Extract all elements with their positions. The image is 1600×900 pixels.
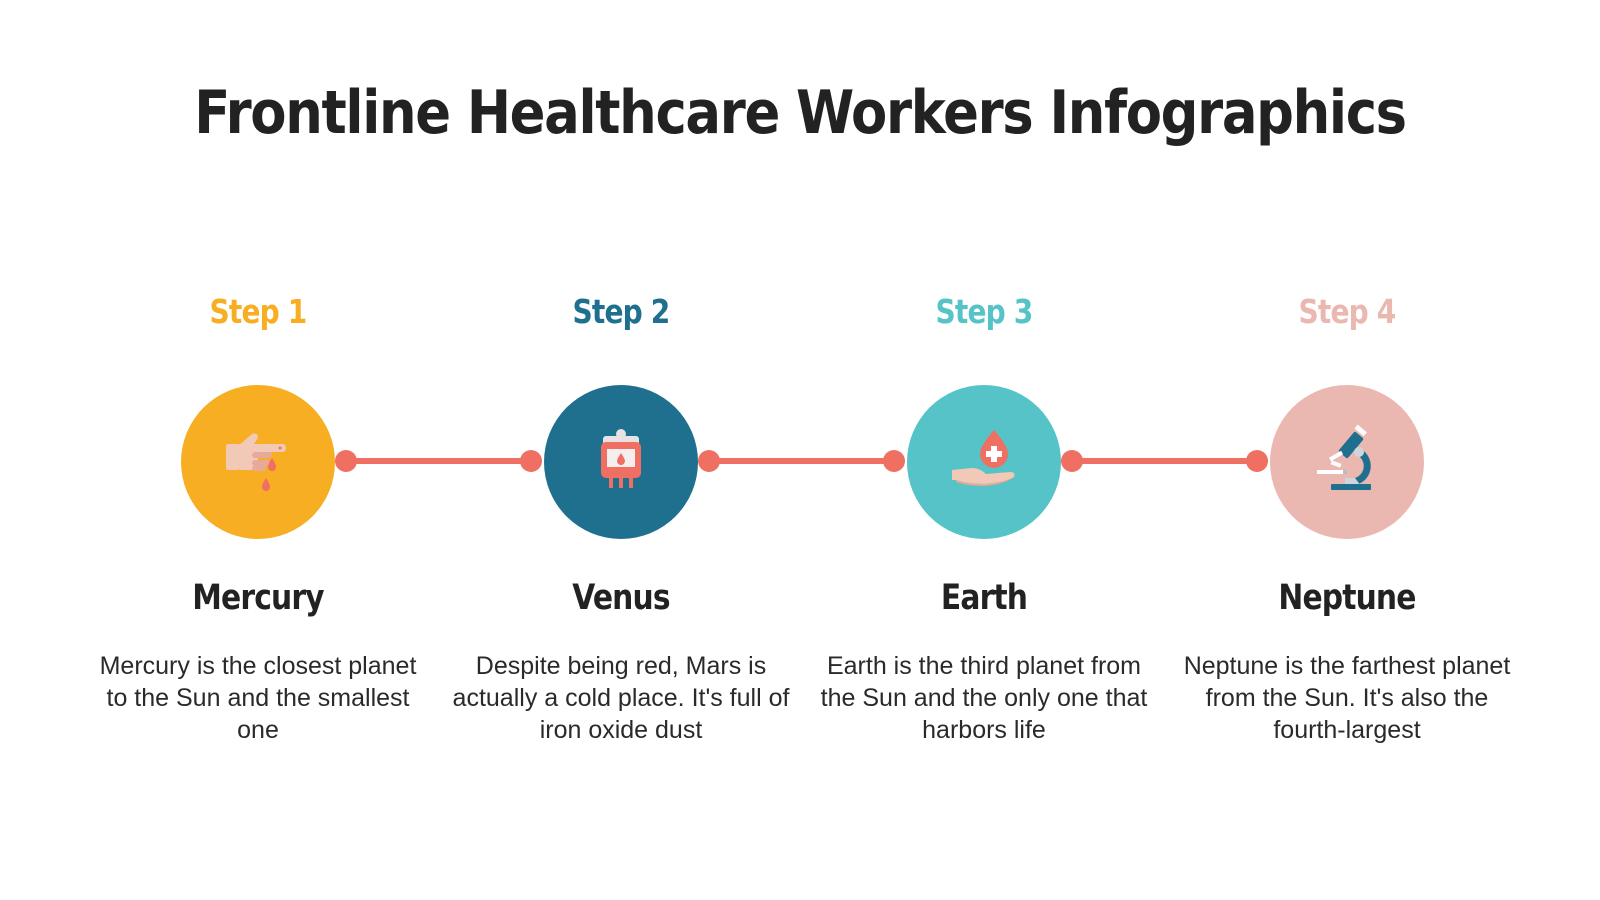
step-description: Despite being red, Mars is actually a co… (452, 652, 790, 744)
step-label: Step 2 (572, 292, 671, 331)
step-label: Step 1 (209, 292, 308, 331)
step-description: Neptune is the farthest planet from the … (1183, 652, 1511, 744)
blood-bag-icon (601, 429, 641, 488)
connector-dot (335, 450, 357, 472)
step-circle (1270, 385, 1424, 539)
step-name: Mercury (192, 578, 324, 618)
connector-3-4 (1071, 458, 1256, 464)
connector-dot (883, 450, 905, 472)
step-description: Earth is the third planet from the Sun a… (820, 652, 1148, 744)
connector-dot (520, 450, 542, 472)
blood-donation-hand-icon (952, 430, 1015, 486)
bleeding-finger-icon (226, 433, 286, 491)
step-label: Step 3 (935, 292, 1034, 331)
step-name: Earth (940, 578, 1028, 618)
connector-dot (1246, 450, 1268, 472)
connector-2-3 (708, 458, 893, 464)
step-circle (544, 385, 698, 539)
microscope-icon (1317, 424, 1371, 490)
connector-dot (1061, 450, 1083, 472)
step-name: Neptune (1278, 578, 1416, 618)
step-label: Step 4 (1298, 292, 1397, 331)
connector-dot (698, 450, 720, 472)
step-name: Venus (572, 578, 670, 618)
connector-1-2 (345, 458, 530, 464)
step-circle (907, 385, 1061, 539)
step-description: Mercury is the closest planet to the Sun… (99, 652, 417, 744)
page-title: Frontline Healthcare Workers Infographic… (194, 78, 1407, 148)
step-circle (181, 385, 335, 539)
